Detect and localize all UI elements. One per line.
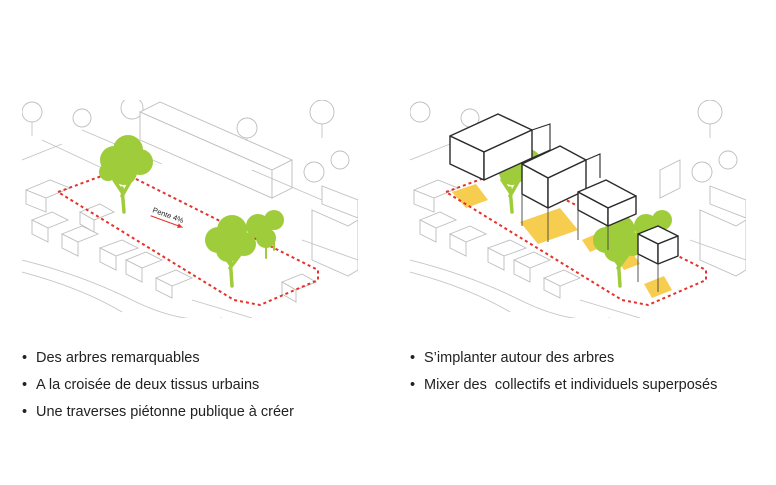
new-building-3 <box>577 179 637 250</box>
remarkable-tree-2 <box>205 210 284 288</box>
new-building-4 <box>637 225 679 292</box>
site-axonometric-right <box>410 100 746 318</box>
bullet-icon: • <box>410 377 416 393</box>
site-diagram-existing: Pente 4% <box>22 100 358 318</box>
courtyards <box>452 184 672 298</box>
site-axonometric-left: Pente 4% <box>22 100 358 318</box>
list-item: •A la croisée de deux tissus urbains <box>22 377 260 393</box>
slope-indicator: Pente 4% <box>150 205 185 229</box>
list-item: •S’implanter autour des arbres <box>410 350 615 366</box>
site-diagram-proposal <box>410 100 746 318</box>
list-item: •Des arbres remarquables <box>22 350 200 366</box>
list-item: •Une traverses piétonne publique à créer <box>22 404 294 420</box>
new-building-2 <box>521 145 587 242</box>
remarkable-tree-1 <box>99 135 153 214</box>
new-building-1 <box>449 113 533 181</box>
existing-context-buildings <box>531 123 601 178</box>
urban-context <box>410 100 746 318</box>
urban-context <box>22 100 358 318</box>
bullet-icon: • <box>22 404 28 420</box>
bullet-icon: • <box>410 350 416 366</box>
proposal-notes: •S’implanter autour des arbres •Mixer de… <box>410 348 717 402</box>
existing-site-notes: •Des arbres remarquables •A la croisée d… <box>22 348 294 429</box>
bullet-icon: • <box>22 350 28 366</box>
list-item: •Mixer des collectifs et individuels sup… <box>410 377 718 393</box>
bullet-icon: • <box>22 377 28 393</box>
